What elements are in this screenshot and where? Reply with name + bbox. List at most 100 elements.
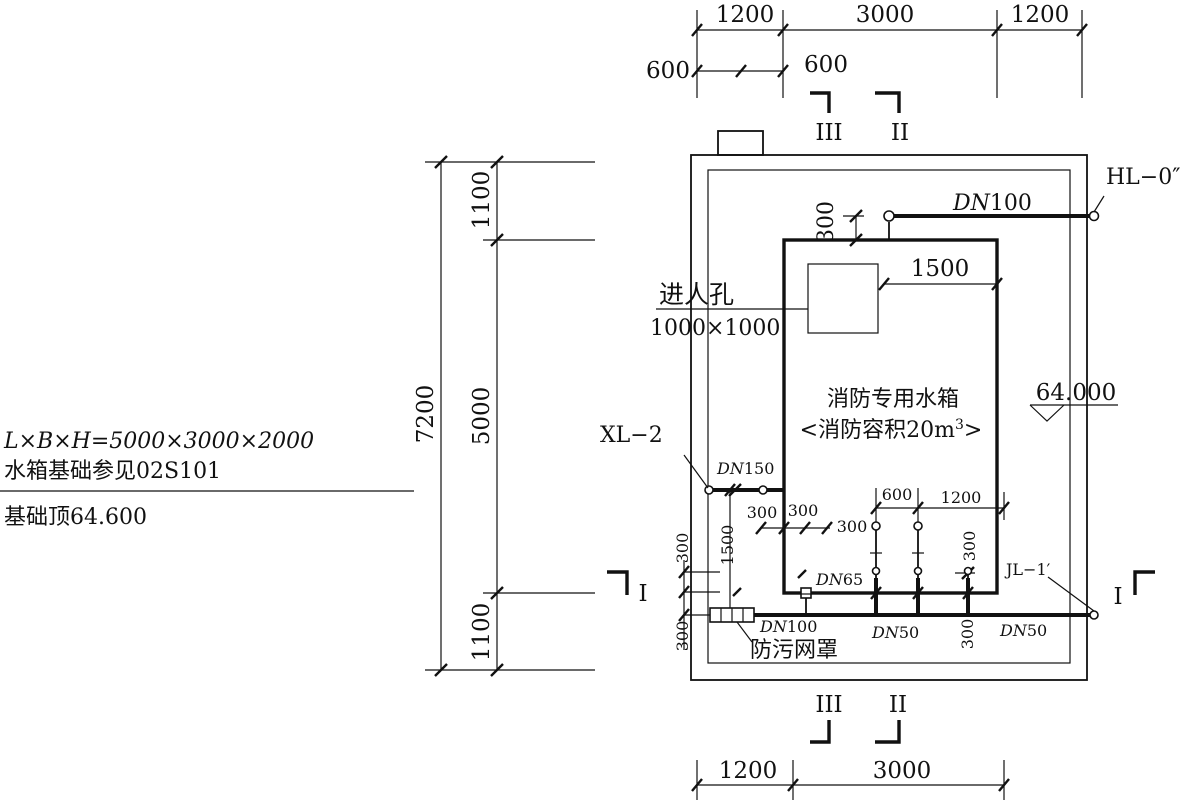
xl2-pipe-group: XL−2 DN150 (600, 423, 784, 497)
section-label: I (638, 581, 647, 607)
bottom-dimension-group: 1200 3000 (691, 758, 1010, 800)
pipe-node (704, 485, 714, 495)
label-hl-0: HL−0″ (1106, 165, 1180, 190)
dim-tick (799, 521, 811, 535)
dim-tick (678, 565, 690, 579)
pipe-label-dn100-bottom: DN100 (759, 617, 817, 636)
pipe-node (883, 210, 895, 222)
dim-tick (1076, 23, 1088, 37)
dim-text: 1100 (469, 171, 495, 230)
dim-tick (998, 501, 1010, 515)
dim-tick (878, 277, 890, 291)
elevation-mark: 64.000 (1029, 380, 1118, 422)
label-tank-capacity: <消防容积20m3> (800, 417, 983, 443)
dim-text: 1200 (1011, 2, 1070, 28)
dim-text: 1500 (911, 256, 970, 282)
pipe-tick (728, 483, 742, 497)
dim-text: 7200 (413, 385, 439, 444)
screen-leader (736, 621, 753, 643)
dim-tick (434, 155, 448, 169)
dim-text: 300 (673, 621, 692, 652)
section-label: II (891, 120, 909, 146)
dim-tick (849, 209, 863, 223)
dim-text: 300 (960, 531, 979, 562)
hl-leader (1093, 195, 1105, 213)
pipe-tick (912, 586, 924, 600)
top-dimension-group: 1200 3000 1200 600 600 (646, 2, 1088, 98)
overflow-group: 300 300 1500 DN65 DN100 防污网罩 (673, 483, 1094, 663)
dim-tick (434, 663, 448, 677)
dim-text: 1200 (719, 758, 778, 784)
section-mark-ii-top (875, 91, 901, 113)
dim-text: 3000 (856, 2, 915, 28)
dim-text: 300 (788, 501, 819, 520)
label-manhole-size: 1000×1000 (650, 316, 780, 341)
dim-text: 5000 (469, 387, 495, 446)
roof-vent-box (717, 130, 764, 156)
jl-leader (1047, 576, 1095, 612)
pipe-node (871, 566, 881, 576)
note-foundation-top: 基础顶64.600 (4, 505, 147, 530)
dim-tick (691, 778, 703, 792)
structure (690, 130, 1088, 681)
label-manhole: 进人孔 (659, 280, 734, 309)
dim-tick (912, 501, 924, 515)
dim-tick (849, 233, 863, 247)
label-elevation: 64.000 (1036, 380, 1116, 406)
pipe-node (963, 566, 973, 576)
section-mark-ii-bottom (875, 720, 901, 744)
dim-text: 1500 (718, 525, 737, 566)
dim-text: 600 (646, 58, 690, 84)
section-mark-i-left (607, 570, 629, 595)
pipe-node (1088, 210, 1100, 222)
dim-tick (777, 64, 789, 78)
manhole-square (807, 263, 879, 334)
pipe-node (758, 485, 768, 495)
section-label: I (1113, 584, 1122, 610)
dim-tick (724, 483, 736, 497)
section-label: III (815, 692, 842, 718)
pipe-node (913, 566, 923, 576)
dim-tick (735, 64, 747, 78)
dim-tick (821, 521, 833, 535)
dim-tick (787, 778, 799, 792)
dim-text: 1200 (716, 2, 775, 28)
dim-text: 600 (804, 52, 848, 78)
label-jl-1: JL−1′ (1004, 560, 1051, 579)
pipe-tick (962, 586, 974, 600)
manhole-callout: 进人孔 1000×1000 (650, 280, 808, 341)
pipe-tick (870, 586, 882, 600)
dim-tick (490, 663, 504, 677)
section-label: II (889, 692, 907, 718)
foundation-notes: L×B×H=5000×3000×2000 水箱基础参见02S101 基础顶64.… (0, 429, 414, 530)
outer-wall (690, 154, 1088, 681)
dim-tick (778, 521, 790, 535)
dim-tick (777, 23, 789, 37)
dim-tick (490, 233, 504, 247)
dim-text: 1200 (941, 488, 982, 507)
pipe-node (871, 521, 881, 531)
tank-labels: 消防专用水箱 <消防容积20m3> (800, 387, 983, 443)
inlet-pipe-group: DN100 HL−0″ 300 1500 (814, 165, 1180, 291)
pipe-label-dn50-right: DN50 (999, 621, 1047, 640)
fire-water-tank (782, 238, 999, 595)
section-marks: III II III II I I (607, 91, 1155, 744)
dim-text: 600 (882, 485, 913, 504)
dim-tick (998, 778, 1010, 792)
dim-tick (678, 585, 690, 599)
dim-text: 300 (958, 619, 977, 650)
section-label: III (815, 120, 842, 146)
note-tank-dimensions: L×B×H=5000×3000×2000 (3, 429, 314, 454)
dim-tick (490, 155, 504, 169)
elevation-triangle (1029, 404, 1065, 422)
valve-dn65 (800, 587, 812, 599)
dim-text: 300 (814, 201, 839, 243)
label-xl-2: XL−2 (600, 423, 663, 448)
pipe-label-dn100-top: DN100 (952, 191, 1032, 216)
inner-wall (707, 169, 1071, 664)
dim-tick (755, 521, 767, 535)
pipe-label-dn50-left: DN50 (871, 623, 919, 642)
dim-text: 300 (837, 517, 868, 536)
dim-text: 1100 (469, 603, 495, 662)
